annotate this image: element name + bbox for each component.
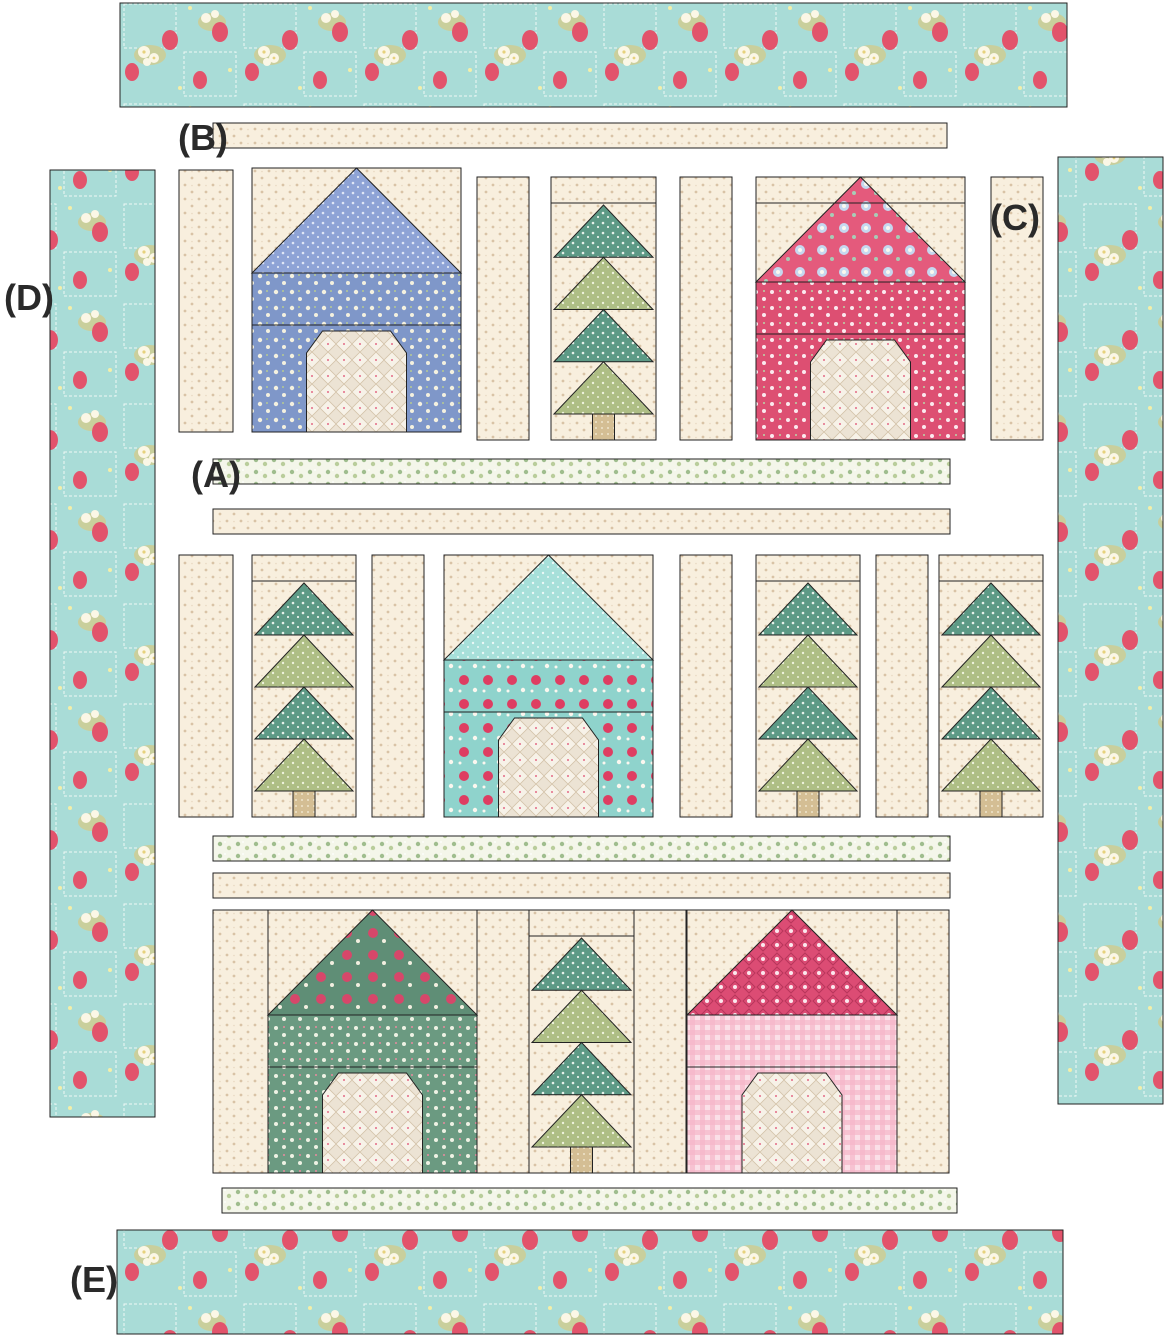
- house-band: [268, 1015, 477, 1067]
- house-band: [444, 660, 653, 712]
- label-d: (D): [4, 277, 54, 318]
- tree-block: [551, 177, 656, 440]
- house-door: [742, 1073, 842, 1173]
- house-block: [268, 910, 477, 1173]
- sashing-vertical-12: [897, 910, 949, 1173]
- sashing-a-row2: [213, 836, 950, 861]
- house-block: [444, 555, 653, 817]
- border-bottom-e: [117, 1230, 1063, 1334]
- sashing-vertical-6: [372, 555, 424, 817]
- sashing-vertical-7: [680, 555, 732, 817]
- sashing-vertical-10: [477, 910, 529, 1173]
- tree-block: [529, 910, 634, 1173]
- tree-trunk: [571, 1147, 593, 1173]
- border-right-c: [1058, 157, 1163, 1104]
- label-b: (B): [178, 117, 228, 158]
- sashing-b-row2: [213, 509, 950, 534]
- sashing-vertical-5: [179, 555, 233, 817]
- sashing-vertical-9: [213, 910, 268, 1173]
- house-band: [252, 273, 461, 325]
- tree-block: [252, 555, 356, 817]
- house-door: [323, 1073, 423, 1173]
- border-left-d: [50, 170, 155, 1117]
- label-c: (C): [990, 197, 1040, 238]
- house-block: [252, 168, 461, 432]
- sashing-vertical-1: [179, 170, 233, 432]
- house-band: [756, 282, 965, 334]
- sashing-a-row1: [213, 459, 950, 484]
- house-block: [687, 910, 897, 1173]
- house-door: [307, 331, 407, 432]
- border-top: [120, 3, 1067, 107]
- sashing-vertical-2: [477, 177, 529, 440]
- house-door: [811, 340, 911, 440]
- tree-block: [756, 555, 860, 817]
- tree-trunk: [293, 791, 315, 817]
- sashing-b-row3: [213, 873, 950, 898]
- tree-block: [939, 555, 1043, 817]
- sashing-b-top: [213, 123, 947, 148]
- label-a: (A): [191, 454, 241, 495]
- sashing-vertical-8: [876, 555, 928, 817]
- house-door: [499, 718, 599, 817]
- house-band: [687, 1015, 897, 1067]
- label-e: (E): [70, 1259, 118, 1300]
- sashing-vertical-3: [680, 177, 732, 440]
- tree-trunk: [980, 791, 1002, 817]
- tree-trunk: [797, 791, 819, 817]
- sashing-a-bottom: [222, 1188, 957, 1213]
- tree-trunk: [593, 414, 615, 440]
- house-block: [756, 177, 965, 440]
- sashing-vertical-11: [634, 910, 686, 1173]
